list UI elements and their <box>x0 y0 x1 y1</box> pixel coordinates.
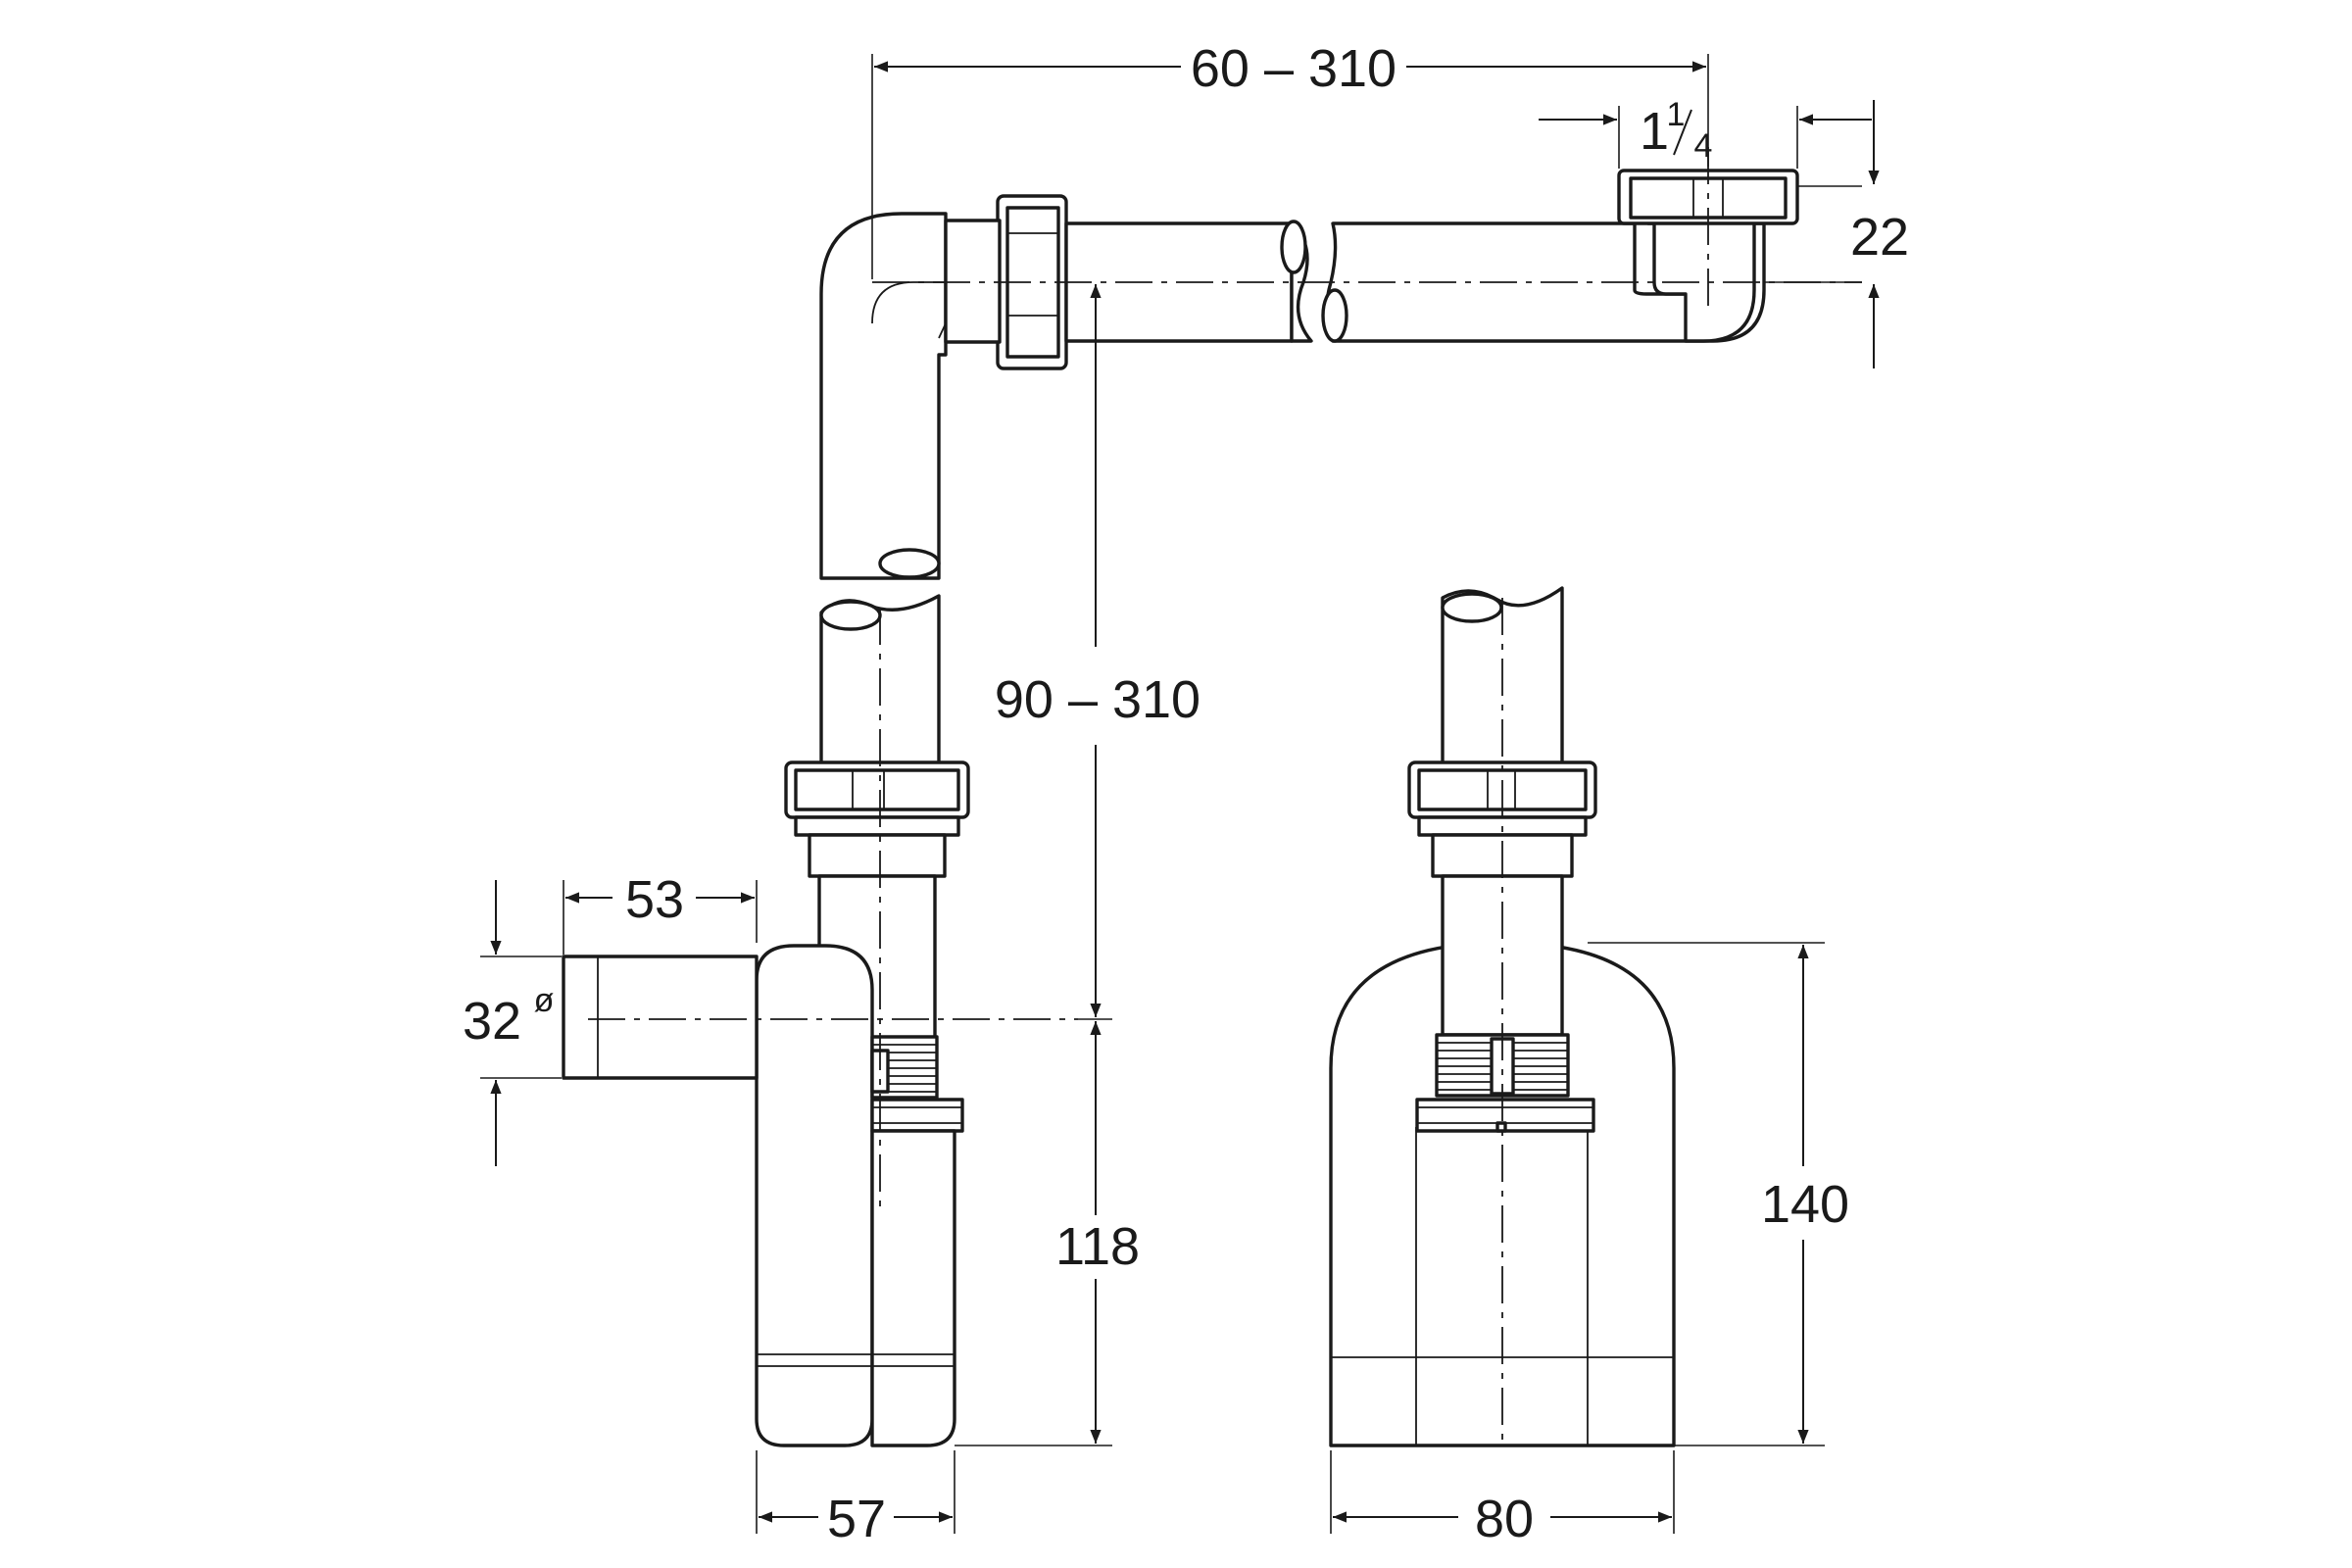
dim-vertical-range: 90 – 310 <box>995 670 1200 729</box>
dim-fitting-den: 4 <box>1694 127 1713 165</box>
clamp-ring-front <box>1415 1098 1595 1133</box>
trap-bowl <box>870 1129 956 1447</box>
dim-front-height: 140 <box>1761 1175 1849 1234</box>
trap-body <box>755 944 874 1447</box>
fraction-slash <box>1673 109 1692 156</box>
dimension-labels: 60 – 310 1 1 4 22 90 – 310 53 32 ø 118 5… <box>463 39 1909 1548</box>
dim-side-width: 57 <box>827 1490 886 1548</box>
dim-top-width: 60 – 310 <box>1191 39 1396 98</box>
side-view-trap <box>562 594 1078 1447</box>
elbow-fitting <box>819 212 948 580</box>
pipe-break-mark <box>878 548 941 579</box>
clamp-ring <box>870 1098 964 1133</box>
dim-outlet-dia-symbol: ø <box>534 982 555 1019</box>
dim-front-width: 80 <box>1475 1490 1534 1548</box>
dimension-lines <box>480 54 1880 1534</box>
side-view-top-assembly <box>819 147 1862 580</box>
dim-outlet-dia-value: 32 <box>463 992 521 1051</box>
dim-lower-height: 118 <box>1055 1217 1140 1276</box>
dim-fitting-whole: 1 <box>1640 102 1669 161</box>
ribbed-hose <box>870 1035 939 1100</box>
union-nut-trap <box>784 760 970 878</box>
dim-top-height: 22 <box>1850 208 1909 267</box>
union-nut-left <box>944 194 1068 370</box>
outlet-pipe <box>562 955 759 1080</box>
dim-fitting-num: 1 <box>1667 96 1686 133</box>
dim-outlet-length: 53 <box>625 870 684 929</box>
front-view <box>1329 586 1676 1447</box>
